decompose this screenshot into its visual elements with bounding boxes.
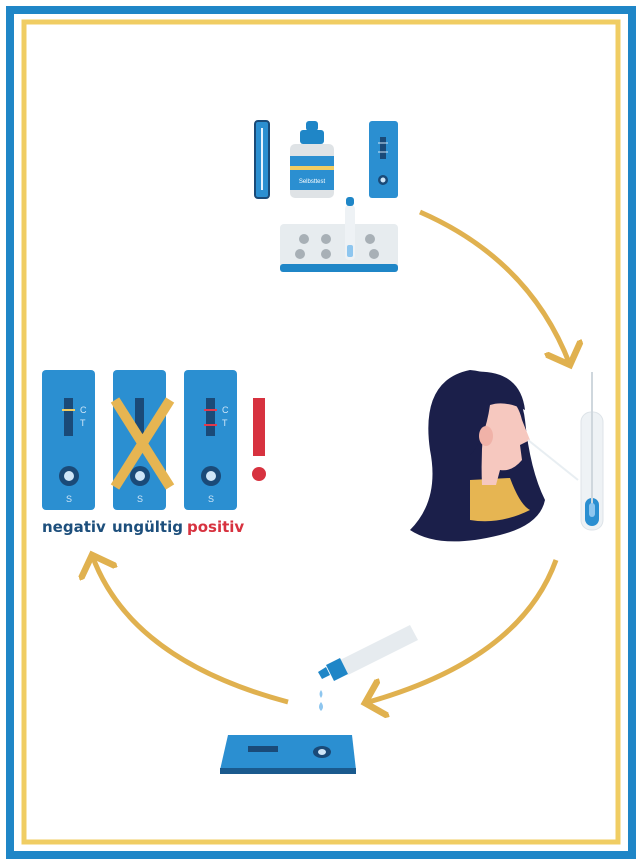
invalid-cross-icon <box>110 397 175 490</box>
label-invalid: ungültig <box>112 518 183 536</box>
test-cassette-icon <box>369 121 398 198</box>
c-mark: C <box>80 405 87 415</box>
bottle-label: Selbsttest <box>299 179 326 185</box>
extraction-tube-icon <box>580 372 604 531</box>
s-mark: S <box>137 494 143 504</box>
dropper-icon <box>318 625 418 711</box>
inner-frame <box>21 19 621 845</box>
t-mark: T <box>222 418 228 428</box>
s-mark: S <box>66 494 72 504</box>
result-invalid-cassette: S <box>110 370 175 510</box>
result-positive-cassette: C T S <box>184 370 237 510</box>
label-positive: positiv <box>187 518 244 536</box>
tube-rack-icon <box>280 197 398 272</box>
t-mark: T <box>80 418 86 428</box>
s-mark: S <box>208 494 214 504</box>
result-negative-cassette: C T S <box>42 370 95 510</box>
exclamation-icon <box>252 398 266 481</box>
buffer-bottle-icon: Selbsttest <box>290 121 334 198</box>
swab-package-icon <box>254 120 270 199</box>
outer-frame <box>6 6 636 859</box>
test-cassette-with-sample <box>220 735 356 774</box>
person-nasal-swab-illustration <box>410 370 579 542</box>
arrow-swab-to-drop <box>365 559 559 703</box>
label-negative: negativ <box>42 518 106 536</box>
arrow-kit-to-swab <box>418 209 570 365</box>
c-mark: C <box>222 405 229 415</box>
arrow-drop-to-result <box>92 555 289 705</box>
